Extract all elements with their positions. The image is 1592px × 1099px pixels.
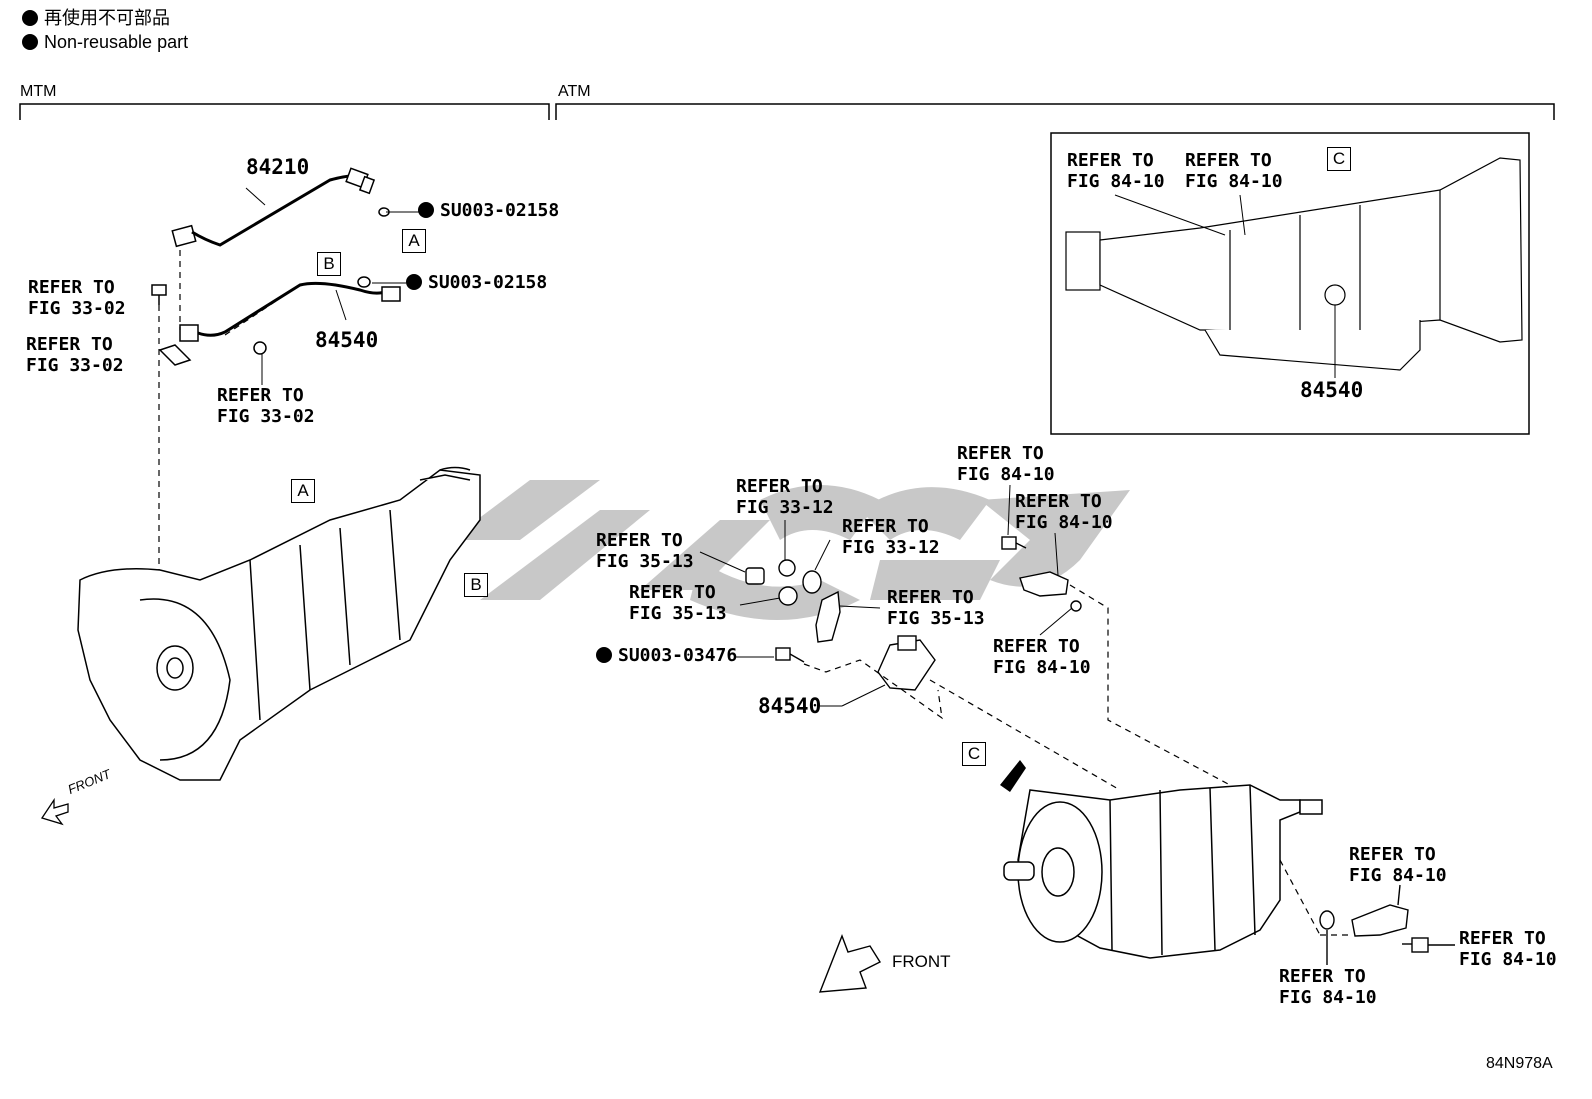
ref-fig-84-10-f[interactable]: REFER TO FIG 84-10 — [1349, 844, 1447, 886]
ref-fig-35-13-c[interactable]: REFER TO FIG 35-13 — [887, 587, 985, 629]
section-bracket-mtm — [19, 103, 550, 120]
section-bracket-atm — [555, 103, 1555, 120]
bolt-drawing — [151, 284, 167, 305]
ref-fig-84-10-g[interactable]: REFER TO FIG 84-10 — [1459, 928, 1557, 970]
part-number-84210[interactable]: 84210 — [246, 155, 310, 179]
callout-box-a-top[interactable]: A — [402, 229, 426, 253]
ref-fig-84-10-h[interactable]: REFER TO FIG 84-10 — [1279, 966, 1377, 1008]
part-number-84540-mtm[interactable]: 84540 — [315, 328, 379, 352]
front-arrow-atm — [818, 934, 882, 993]
watermark-logo — [450, 480, 1130, 620]
callout-box-c-detail[interactable]: C — [1327, 147, 1351, 171]
legend-non-reusable-ja: 再使用不可部品 — [22, 9, 170, 27]
callout-box-a-transmission[interactable]: A — [291, 479, 315, 503]
callout-box-c-main[interactable]: C — [962, 742, 986, 766]
ref-fig-33-02-b[interactable]: REFER TO FIG 33-02 — [26, 334, 124, 376]
ref-fig-33-02-a[interactable]: REFER TO FIG 33-02 — [28, 277, 126, 319]
non-reusable-dot-icon — [406, 274, 422, 290]
atm-sensor-right-drawing — [1319, 884, 1455, 965]
non-reusable-dot-icon — [418, 202, 434, 218]
callout-box-b-transmission[interactable]: B — [464, 573, 488, 597]
figure-code: 84N978A — [1486, 1055, 1553, 1072]
ref-fig-35-13-b[interactable]: REFER TO FIG 35-13 — [629, 582, 727, 624]
arrow-to-detail-c — [1000, 760, 1026, 792]
sensor-84210-drawing — [171, 167, 390, 248]
seal-su003-02158-a[interactable]: SU003-02158 — [418, 202, 559, 220]
detail-c-frame — [1050, 132, 1530, 435]
front-arrow-mtm — [40, 797, 69, 826]
leader-lines-mtm — [245, 187, 420, 385]
dashed-guides-mtm — [158, 250, 301, 580]
part-number-84540-atm[interactable]: 84540 — [758, 694, 822, 718]
leader-lines-atm — [699, 484, 1073, 707]
ref-fig-84-10-c[interactable]: REFER TO FIG 84-10 — [957, 443, 1055, 485]
ref-fig-33-12-b[interactable]: REFER TO FIG 33-12 — [842, 516, 940, 558]
seal-su003-02158-b[interactable]: SU003-02158 — [406, 274, 547, 292]
section-label-mtm: MTM — [20, 83, 57, 100]
automatic-transmission-drawing — [1003, 784, 1323, 959]
ref-fig-33-12-a[interactable]: REFER TO FIG 33-12 — [736, 476, 834, 518]
ref-fig-84-10-a[interactable]: REFER TO FIG 84-10 — [1067, 150, 1165, 192]
non-reusable-dot-icon — [22, 34, 38, 50]
detail-c-transmission-drawing — [1065, 157, 1523, 371]
part-number-84540-detail[interactable]: 84540 — [1300, 378, 1364, 402]
manual-transmission-drawing — [77, 466, 481, 781]
ref-fig-84-10-e[interactable]: REFER TO FIG 84-10 — [993, 636, 1091, 678]
sensor-84540-mtm-drawing — [158, 276, 401, 366]
front-label-atm: FRONT — [892, 952, 951, 971]
callout-box-b-top[interactable]: B — [317, 252, 341, 276]
ref-fig-35-13-a[interactable]: REFER TO FIG 35-13 — [596, 530, 694, 572]
section-label-atm: ATM — [558, 83, 591, 100]
ref-fig-84-10-d[interactable]: REFER TO FIG 84-10 — [1015, 491, 1113, 533]
non-reusable-dot-icon — [22, 10, 38, 26]
legend-non-reusable-en: Non-reusable part — [22, 33, 188, 51]
atm-parts-drawing — [745, 536, 1082, 691]
ref-fig-84-10-b[interactable]: REFER TO FIG 84-10 — [1185, 150, 1283, 192]
dashed-guides-atm — [803, 584, 1352, 936]
non-reusable-dot-icon — [596, 647, 612, 663]
seal-su003-03476[interactable]: SU003-03476 — [596, 647, 737, 665]
ref-fig-33-02-c[interactable]: REFER TO FIG 33-02 — [217, 385, 315, 427]
leader-lines-detail — [1114, 194, 1336, 378]
